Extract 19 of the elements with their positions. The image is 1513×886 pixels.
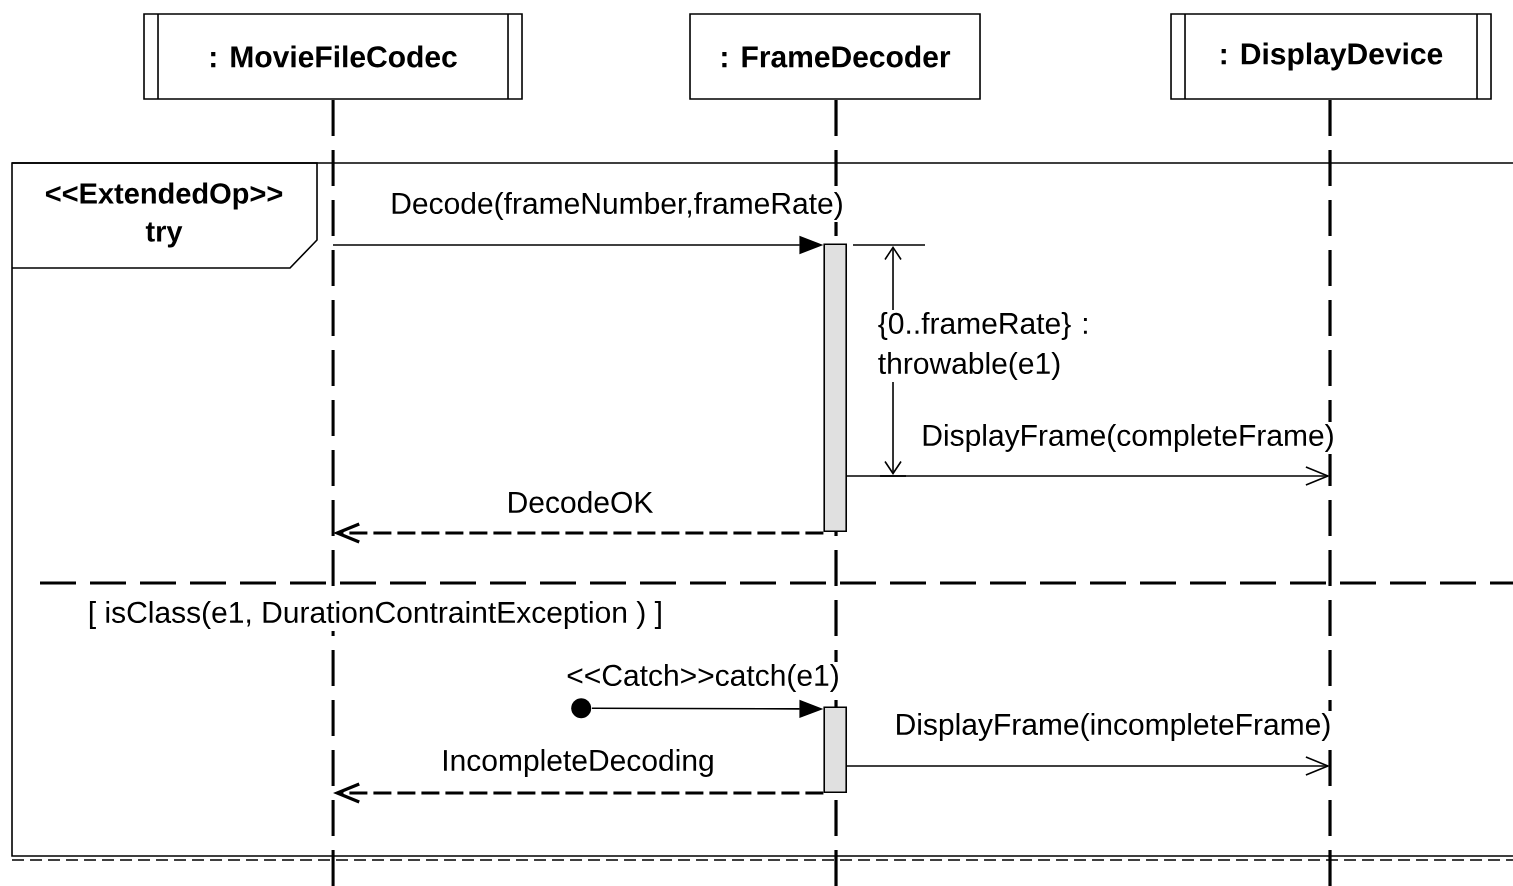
lifeline-head: : DisplayDevice: [1170, 13, 1492, 100]
message-arrow: [333, 782, 824, 804]
message-arrow: [333, 522, 824, 544]
message-label: DecodeOK: [504, 489, 656, 515]
message-label: IncompleteDecoding: [439, 747, 717, 779]
lifeline-head: : FrameDecoder: [689, 13, 981, 100]
guard-condition: [ isClass(e1, DurationContraintException ) ]: [85, 599, 666, 631]
activation-bar: [823, 706, 847, 793]
operator-tab: <<ExtendedOp>> try: [11, 162, 318, 269]
start-dot: [571, 698, 592, 719]
message-arrow: [846, 466, 1331, 486]
message-label: DisplayFrame(completeFrame): [919, 422, 1337, 454]
constraint-label: {0..frameRate} : throwable(e1): [875, 310, 1096, 382]
message-label: <<Catch>>catch(e1): [564, 662, 842, 694]
lifeline-head: : MovieFileCodec: [143, 13, 523, 100]
message-label: Decode(frameNumber,frameRate): [388, 190, 846, 222]
message-label: DisplayFrame(incompleteFrame): [892, 711, 1334, 743]
activation-bar: [823, 243, 847, 532]
message-arrow: [846, 756, 1331, 776]
